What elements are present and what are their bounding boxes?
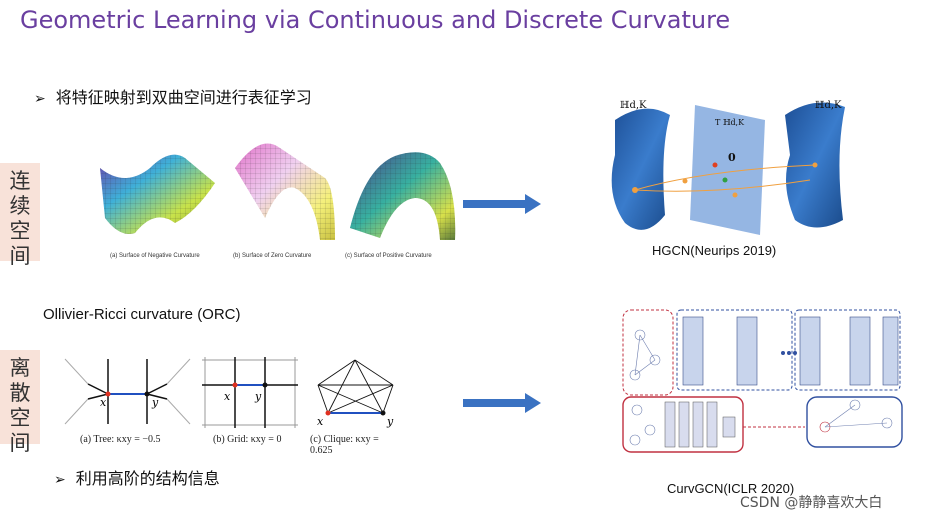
grid-graph: x y bbox=[202, 357, 298, 428]
bullet-arrow-icon: ➢ bbox=[34, 91, 46, 107]
slide-title: Geometric Learning via Continuous and Di… bbox=[20, 6, 731, 34]
right-arrow-icon bbox=[463, 194, 541, 214]
right-arrow-icon bbox=[463, 393, 541, 413]
svg-text:y: y bbox=[386, 415, 394, 428]
surface-caption-positive: (c) Surface of Positive Curvature bbox=[345, 253, 432, 259]
curvature-surfaces-figure bbox=[100, 143, 456, 240]
discrete-bullet-text: 利用高阶的结构信息 bbox=[75, 469, 220, 488]
continuous-space-label: 连续空间 bbox=[0, 163, 40, 268]
discrete-bullet: ➢ 利用高阶的结构信息 bbox=[54, 465, 220, 489]
svg-text:x: x bbox=[317, 415, 324, 428]
surface-caption-negative: (a) Surface of Negative Curvature bbox=[110, 253, 200, 259]
curvgcn-caption: CurvGCN(ICLR 2020) bbox=[667, 481, 795, 496]
svg-text:0: 0 bbox=[728, 151, 736, 164]
hgcn-figure: ℍd,K ℍd,K T ℍd,K 0 bbox=[611, 100, 845, 235]
clique-caption: (c) Clique: κxy = bbox=[310, 434, 379, 445]
clique-caption-value: 0.625 bbox=[310, 445, 333, 456]
svg-text:T ℍd,K: T ℍd,K bbox=[715, 118, 745, 127]
svg-text:x: x bbox=[224, 390, 231, 403]
discrete-space-label: 离散空间 bbox=[0, 350, 40, 455]
positive-curvature-surface bbox=[350, 152, 456, 240]
clique-graph: x y bbox=[317, 359, 394, 428]
negative-curvature-surface bbox=[100, 154, 215, 234]
svg-text:ℍd,K: ℍd,K bbox=[620, 100, 647, 111]
bullet-arrow-icon: ➢ bbox=[54, 472, 66, 488]
hgcn-caption: HGCN(Neurips 2019) bbox=[652, 243, 777, 258]
continuous-bullet-text: 将特征映射到双曲空间进行表征学习 bbox=[55, 88, 312, 107]
surface-caption-zero: (b) Surface of Zero Curvature bbox=[233, 253, 312, 259]
svg-text:x: x bbox=[100, 396, 107, 409]
svg-text:ℍd,K: ℍd,K bbox=[815, 100, 842, 111]
grid-caption: (b) Grid: κxy = 0 bbox=[213, 434, 282, 445]
continuous-bullet: ➢ 将特征映射到双曲空间进行表征学习 bbox=[34, 84, 312, 108]
zero-curvature-surface bbox=[235, 143, 335, 240]
curvgcn-figure bbox=[622, 309, 903, 453]
orc-title: Ollivier-Ricci curvature (ORC) bbox=[43, 306, 241, 323]
tree-caption: (a) Tree: κxy = −0.5 bbox=[80, 434, 161, 445]
svg-text:y: y bbox=[254, 390, 262, 403]
tree-graph: x y bbox=[64, 358, 191, 425]
svg-text:y: y bbox=[151, 396, 159, 409]
watermark: CSDN @静静喜欢大白 bbox=[740, 495, 883, 511]
